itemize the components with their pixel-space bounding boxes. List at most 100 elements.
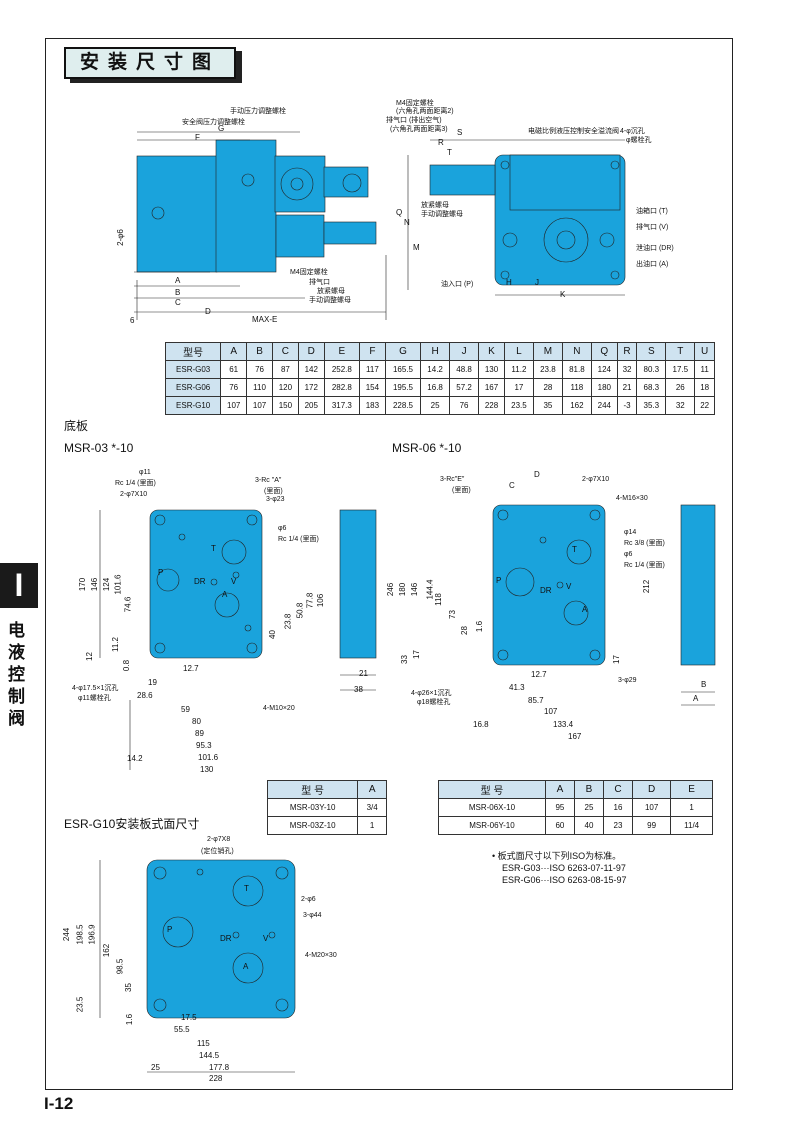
table-cell: 162 xyxy=(561,396,592,415)
msr03-dim-23-8: 23.8 xyxy=(283,613,293,630)
msr06-header: B xyxy=(573,780,604,799)
table-cell: 1 xyxy=(357,816,387,835)
dim-r: R xyxy=(438,138,444,147)
msr03-callout-m10: 4-M10×20 xyxy=(263,705,295,712)
msr03-port-t: T xyxy=(211,544,216,553)
table-cell: 317.3 xyxy=(323,396,360,415)
dim-header: C xyxy=(271,342,299,361)
dim-header: E xyxy=(323,342,360,361)
msr06-dim-d: D xyxy=(534,470,540,479)
table-cell: 252.8 xyxy=(323,360,360,379)
msr06-dim-180: 180 xyxy=(398,582,408,597)
table-cell: 130 xyxy=(478,360,505,379)
table-cell: 26 xyxy=(665,378,696,397)
table-cell: 195.5 xyxy=(384,378,422,397)
table-cell: 154 xyxy=(358,378,386,397)
esr-port-dr: DR xyxy=(220,934,232,943)
table-cell: 87 xyxy=(271,360,299,379)
msr06-callout-rc14: Rc 1/4 (里面) xyxy=(624,562,665,569)
label-port-t: 油箱口 (T) xyxy=(636,208,668,215)
msr03-dim-21: 21 xyxy=(359,669,368,678)
msr03-dim-101-6h: 101.6 xyxy=(198,753,219,762)
msr03-callout-counterbore: 4-φ17.5×1沉孔 xyxy=(72,685,119,692)
dim-max-e: MAX-E xyxy=(252,315,278,324)
table-cell: 23 xyxy=(602,816,633,835)
dim-q: Q xyxy=(396,208,403,217)
dim-header: Q xyxy=(590,342,618,361)
esr-dim-35: 35 xyxy=(123,983,133,992)
esr-dim-162: 162 xyxy=(102,943,112,958)
msr03-dim-130: 130 xyxy=(200,765,214,774)
msr06-callout-phi14: φ14 xyxy=(624,529,637,536)
label-air-vent: 排气口 (排出空气) xyxy=(386,117,442,124)
page-frame xyxy=(45,38,733,1090)
table-cell: 165.5 xyxy=(384,360,422,379)
esr-dim-228: 228 xyxy=(209,1074,223,1083)
table-cell: MSR-06X-10 xyxy=(438,798,546,817)
table-cell: 57.2 xyxy=(449,378,480,397)
table-cell: 28 xyxy=(532,378,563,397)
msr03-dim-101-6: 101.6 xyxy=(113,574,123,595)
table-cell: 40 xyxy=(573,816,604,835)
label-m4-bolt: M4固定螺栓 xyxy=(396,100,434,107)
table-cell: 81.8 xyxy=(561,360,592,379)
msr03-port-v: V xyxy=(231,577,237,586)
msr06-callout-bolthole: φ18螺栓孔 xyxy=(417,699,451,706)
dim-f: F xyxy=(195,133,200,142)
msr06-header: D xyxy=(631,780,672,799)
label-port-p: 油入口 (P) xyxy=(441,281,474,288)
table-cell: 95 xyxy=(544,798,575,817)
msr06-dim-1-6: 1.6 xyxy=(475,620,485,633)
msr03-port-p: P xyxy=(158,568,164,577)
table-cell: ESR-G06 xyxy=(164,378,222,397)
msr06-header: C xyxy=(602,780,633,799)
msr06-callout-inside: (里面) xyxy=(452,487,471,494)
dim-header: D xyxy=(297,342,325,361)
msr06-dim-b: B xyxy=(701,680,707,689)
iso-note-line3: ESR-G06···ISO 6263-08-15-97 xyxy=(502,875,627,885)
label-manual-pressure-bolt: 手动压力调整螺栓 xyxy=(230,108,286,115)
table-cell: 120 xyxy=(271,378,299,397)
chapter-tab: I xyxy=(0,563,38,608)
dim-d: D xyxy=(205,307,211,316)
page-title: 安装尺寸图 xyxy=(79,52,220,73)
msr06-callout-rc38: Rc 3/8 (里面) xyxy=(624,540,665,547)
esr-callout-2phi6: 2-φ6 xyxy=(301,896,316,903)
table-cell: 1 xyxy=(670,798,713,817)
valve-assembly-top-view xyxy=(407,139,626,296)
msr03-plate xyxy=(99,509,377,770)
table-cell: 282.8 xyxy=(323,378,360,397)
label-hex-3: (六角孔两面距离3) xyxy=(390,126,448,133)
table-cell: 21 xyxy=(616,378,638,397)
dim-h: H xyxy=(506,278,512,287)
table-cell: 23.8 xyxy=(532,360,563,379)
label-lock-nut-left: 放紧螺母 xyxy=(317,288,345,295)
dim-header: F xyxy=(358,342,386,361)
table-cell: 22 xyxy=(694,396,715,415)
label-proportional-valve: 电磁比例液压控制安全溢流阀 xyxy=(528,128,619,135)
msr06-port-t: T xyxy=(572,545,577,554)
base-plate-heading: 底板 xyxy=(64,419,89,433)
msr03-dim-95-3: 95.3 xyxy=(196,741,212,750)
table-cell: 25 xyxy=(573,798,604,817)
msr06-dim-a: A xyxy=(693,694,699,703)
section-title-box: 安装尺寸图 xyxy=(64,47,236,79)
esr-dim-25: 25 xyxy=(151,1063,160,1072)
dim-header: J xyxy=(449,342,480,361)
table-cell: 16.8 xyxy=(420,378,451,397)
table-cell: 167 xyxy=(478,378,505,397)
dim-b: B xyxy=(175,288,181,297)
table-cell: 32 xyxy=(665,396,696,415)
table-cell: 16 xyxy=(602,798,633,817)
page-number: I-12 xyxy=(44,1094,74,1113)
esr-g10-title: ESR-G10安装板式面尺寸 xyxy=(64,817,200,831)
msr06-dim-c: C xyxy=(509,481,515,490)
table-cell: MSR-03Y-10 xyxy=(266,798,359,817)
table-cell: 76 xyxy=(246,360,273,379)
table-cell: 150 xyxy=(271,396,299,415)
